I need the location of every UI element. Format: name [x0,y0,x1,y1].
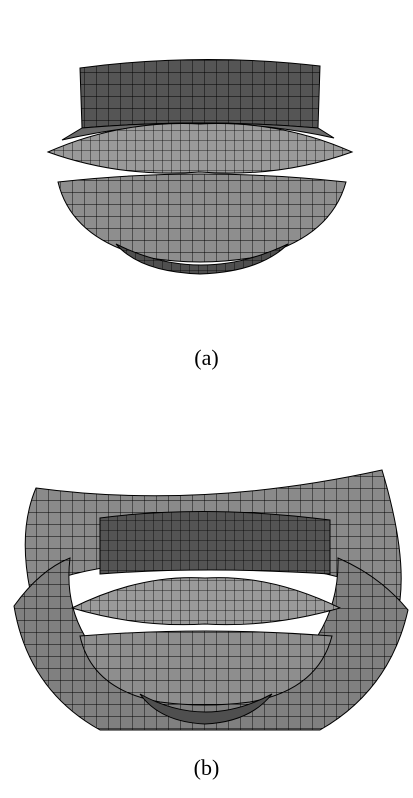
panel-b [0,440,413,740]
caption-b: (b) [193,755,220,780]
panel-a [0,0,413,330]
caption-a: (a) [194,345,219,370]
lips-face-mesh-b [13,469,409,731]
lips-mesh-a [46,58,354,275]
